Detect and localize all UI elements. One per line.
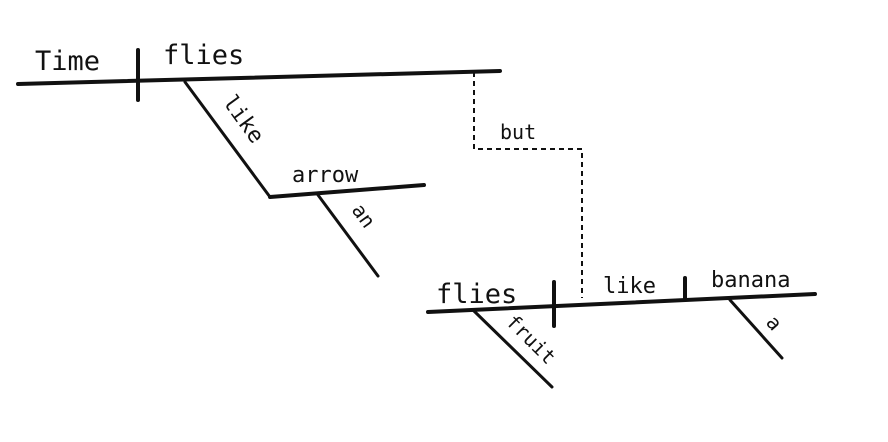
- article-a-line: [728, 298, 784, 360]
- article-an-line: [316, 193, 380, 278]
- clause1-preposition: like: [217, 91, 268, 149]
- conjunction-connector: [473, 72, 583, 298]
- clause1-article: an: [347, 199, 381, 233]
- clause2-baseline: [426, 292, 817, 314]
- clause1-baseline: [16, 69, 502, 86]
- preposition-slant-line: [183, 80, 272, 199]
- clause1-verb: flies: [163, 40, 244, 71]
- clause1-subject: Time: [35, 46, 100, 77]
- conjunction: but: [500, 120, 536, 144]
- modifier-fruit-line: [472, 309, 554, 389]
- clause1-object: arrow: [292, 163, 359, 188]
- prep-object-line: [268, 183, 426, 199]
- clause2-subject: flies: [436, 279, 517, 310]
- clause2-article: a: [761, 310, 787, 335]
- clause2-verb: like: [603, 274, 656, 299]
- clause2-object: banana: [711, 268, 790, 293]
